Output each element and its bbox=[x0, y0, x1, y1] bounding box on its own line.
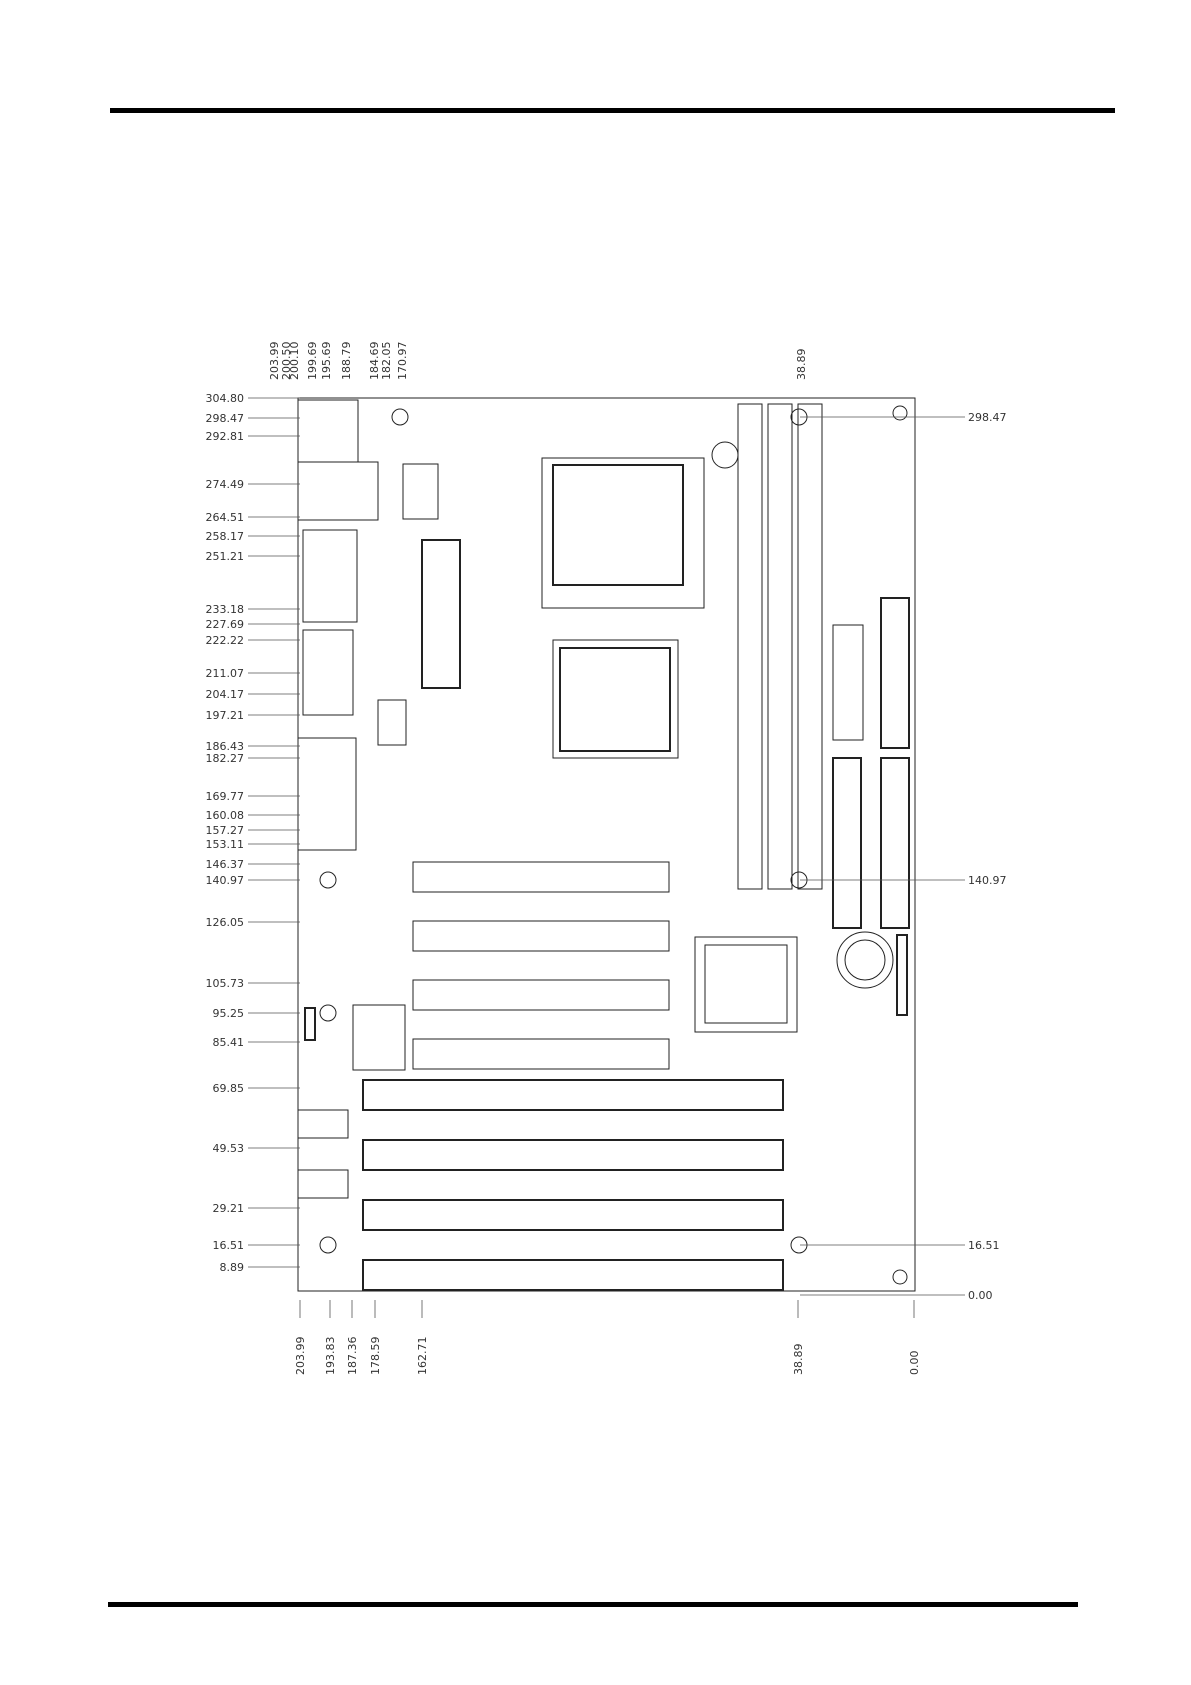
dimension-label-left: 258.17 bbox=[206, 530, 245, 543]
dimension-label-bottom: 162.71 bbox=[416, 1337, 429, 1376]
dimension-label-left: 95.25 bbox=[213, 1007, 245, 1020]
dimension-label-left: 85.41 bbox=[213, 1036, 245, 1049]
pci-slot-4 bbox=[412, 1038, 670, 1070]
dimension-label-right: 298.47 bbox=[968, 411, 1007, 424]
io-connector-3 bbox=[302, 529, 358, 623]
dimension-label-top: 184.69 bbox=[368, 342, 381, 381]
mounting-hole bbox=[892, 1269, 908, 1285]
io-connector-2 bbox=[297, 461, 379, 521]
mounting-hole bbox=[319, 871, 337, 889]
isa-slot-2 bbox=[362, 1139, 784, 1171]
dimension-label-left: 153.11 bbox=[206, 838, 245, 851]
dimension-label-top: 203.99 bbox=[268, 342, 281, 381]
isa-slot-4 bbox=[362, 1259, 784, 1291]
dimension-label-left: 274.49 bbox=[206, 478, 245, 491]
dimension-label-left: 182.27 bbox=[206, 752, 245, 765]
dimension-label-bottom: 178.59 bbox=[369, 1337, 382, 1376]
dimension-label-bottom: 38.89 bbox=[792, 1344, 805, 1376]
dimension-label-top: 200.50 bbox=[280, 342, 293, 381]
mounting-hole bbox=[319, 1004, 337, 1022]
dimension-label-left: 292.81 bbox=[206, 430, 245, 443]
dimm-slot-3 bbox=[797, 403, 823, 890]
footer-rule bbox=[108, 1602, 1078, 1607]
dimension-label-right: 16.51 bbox=[968, 1239, 1000, 1252]
dimension-label-top: 182.05 bbox=[380, 342, 393, 381]
cpu-socket bbox=[541, 457, 705, 609]
io-connector-4 bbox=[302, 629, 354, 716]
dimension-label-left: 251.21 bbox=[206, 550, 245, 563]
pci-slot-2 bbox=[412, 920, 670, 952]
io-connector-1 bbox=[297, 399, 359, 463]
dimension-label-bottom: 203.99 bbox=[294, 1337, 307, 1376]
dimension-label-top: 38.89 bbox=[795, 349, 808, 381]
dimension-label-left: 157.27 bbox=[206, 824, 245, 837]
mounting-hole bbox=[892, 405, 908, 421]
dimension-label-right: 140.97 bbox=[968, 874, 1007, 887]
dimension-label-left: 304.80 bbox=[206, 392, 245, 405]
dimension-label-bottom: 187.36 bbox=[346, 1337, 359, 1376]
dimension-label-top: 200.10 bbox=[288, 342, 301, 381]
chipset bbox=[552, 639, 679, 759]
dimension-label-top: 170.97 bbox=[396, 342, 409, 381]
dimension-label-left: 298.47 bbox=[206, 412, 245, 425]
dimension-label-left: 222.22 bbox=[206, 634, 245, 647]
dimension-label-left: 186.43 bbox=[206, 740, 245, 753]
pci-slot-1 bbox=[412, 861, 670, 893]
cmos-battery bbox=[836, 931, 894, 989]
ide-header-2 bbox=[832, 757, 862, 929]
dimension-label-left: 146.37 bbox=[206, 858, 245, 871]
dimension-label-top: 188.79 bbox=[340, 342, 353, 381]
mounting-hole bbox=[391, 408, 409, 426]
dimension-label-left: 169.77 bbox=[206, 790, 245, 803]
dimension-label-top: 195.69 bbox=[320, 342, 333, 381]
dimension-label-left: 264.51 bbox=[206, 511, 245, 524]
isa-slot-1 bbox=[362, 1079, 784, 1111]
dimension-label-left: 16.51 bbox=[213, 1239, 245, 1252]
dimension-label-left: 227.69 bbox=[206, 618, 245, 631]
dimension-label-left: 197.21 bbox=[206, 709, 245, 722]
dimension-label-left: 233.18 bbox=[206, 603, 245, 616]
atx-power-connector bbox=[421, 539, 461, 689]
mounting-hole bbox=[319, 1236, 337, 1254]
dimension-label-right: 0.00 bbox=[968, 1289, 993, 1302]
dimension-label-left: 160.08 bbox=[206, 809, 245, 822]
dimension-label-left: 204.17 bbox=[206, 688, 245, 701]
io-connector-5 bbox=[297, 737, 357, 851]
fdd-header bbox=[832, 624, 864, 741]
dimension-label-left: 126.05 bbox=[206, 916, 245, 929]
isa-slot-3 bbox=[362, 1199, 784, 1231]
dimm-slot-2 bbox=[767, 403, 793, 890]
header-rule bbox=[110, 108, 1115, 113]
dimension-label-left: 105.73 bbox=[206, 977, 245, 990]
dimension-label-left: 140.97 bbox=[206, 874, 245, 887]
dimension-label-bottom: 0.00 bbox=[908, 1351, 921, 1376]
dimm-slot-1 bbox=[737, 403, 763, 890]
pci-slot-3 bbox=[412, 979, 670, 1011]
dimension-label-top: 199.69 bbox=[306, 342, 319, 381]
super-io-chip bbox=[694, 936, 798, 1033]
dimension-label-left: 211.07 bbox=[206, 667, 245, 680]
ide-header-3 bbox=[880, 757, 910, 929]
dimension-label-left: 49.53 bbox=[213, 1142, 245, 1155]
dimension-label-bottom: 193.83 bbox=[324, 1337, 337, 1376]
dimension-label-left: 8.89 bbox=[220, 1261, 245, 1274]
dimension-label-left: 69.85 bbox=[213, 1082, 245, 1095]
dimension-label-left: 29.21 bbox=[213, 1202, 245, 1215]
ide-header-1 bbox=[880, 597, 910, 749]
